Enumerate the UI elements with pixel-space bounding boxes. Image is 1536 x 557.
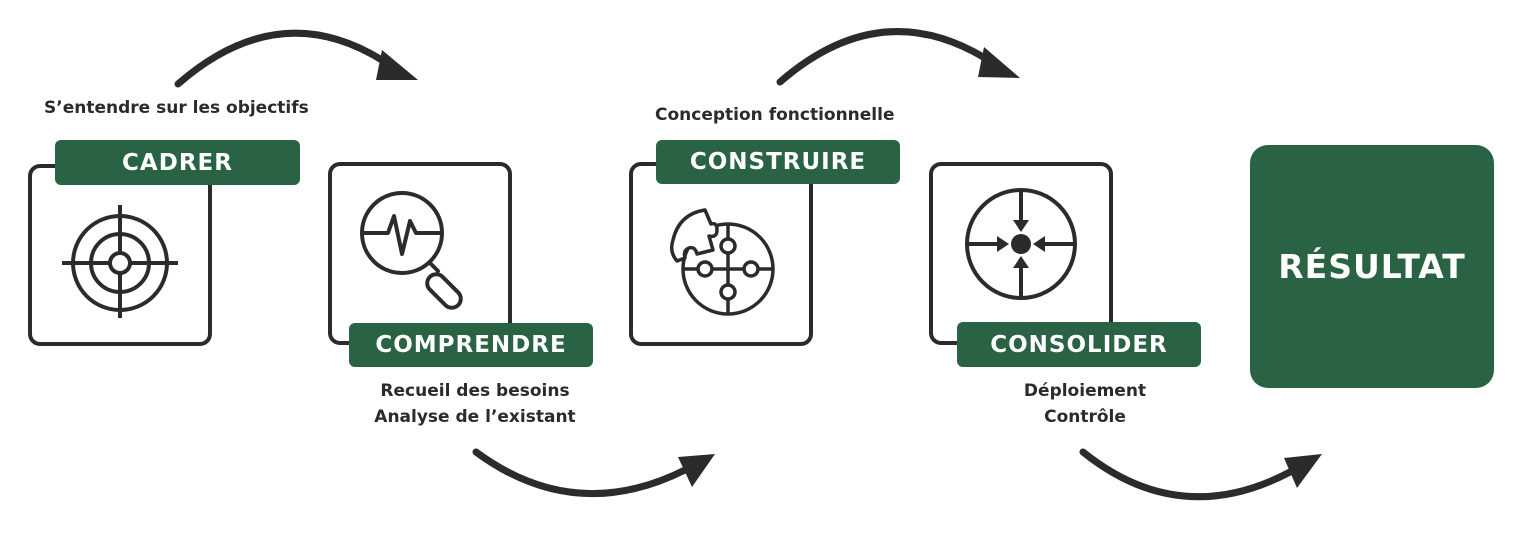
step-box-consolider	[929, 162, 1113, 345]
target-icon	[62, 205, 178, 318]
label-construire: CONSTRUIRE	[656, 140, 900, 184]
result-label: RÉSULTAT	[1278, 247, 1466, 286]
puzzle-icon	[669, 208, 775, 316]
caption-consolider-line-1: Déploiement	[1023, 381, 1147, 401]
caption-consolider-line-2: Contrôle	[1044, 407, 1126, 427]
step-box-comprendre	[328, 162, 512, 345]
step-box-construire	[629, 162, 813, 346]
converge-target-icon	[965, 188, 1077, 300]
step-box-cadrer	[28, 164, 212, 346]
caption-cadrer: S’entendre sur les objectifs	[44, 98, 309, 118]
caption-comprendre: Recueil des besoins Analyse de l’existan…	[370, 378, 580, 430]
caption-comprendre-line-1: Recueil des besoins	[380, 381, 570, 401]
caption-consolider: Déploiement Contrôle	[995, 378, 1175, 430]
result-box: RÉSULTAT	[1250, 145, 1494, 388]
label-consolider: CONSOLIDER	[957, 322, 1201, 367]
magnifier-pulse-icon	[360, 191, 463, 310]
label-comprendre: COMPRENDRE	[349, 323, 593, 367]
caption-comprendre-line-2: Analyse de l’existant	[374, 407, 576, 427]
caption-construire: Conception fonctionnelle	[655, 105, 895, 125]
label-cadrer: CADRER	[55, 140, 300, 185]
